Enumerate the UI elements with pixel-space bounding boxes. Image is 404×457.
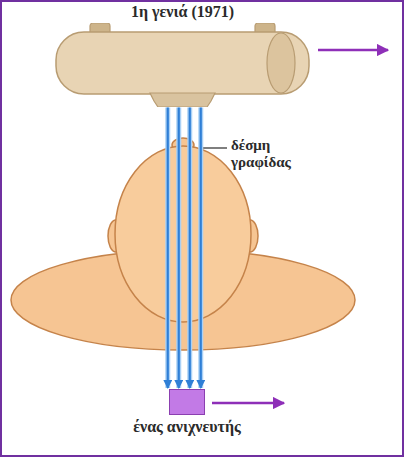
beam-glow (165, 107, 170, 388)
beam-line (189, 107, 191, 388)
beam-line (178, 107, 180, 388)
tube-end (267, 33, 295, 93)
detector-box: ένας ανιχνευτής (129, 389, 245, 436)
pencil-beam (168, 107, 201, 388)
motion-arrow (212, 402, 284, 405)
x-ray-tube: 1η γενιά (1971) (55, 3, 310, 107)
beam-glow (198, 107, 203, 388)
leader-line (202, 147, 227, 148)
beam-glow (187, 107, 192, 388)
tube-shape (55, 23, 310, 107)
beam-line (200, 107, 202, 388)
beam-line (167, 107, 169, 388)
motion-arrow (318, 49, 388, 52)
tube-collimator (150, 93, 215, 107)
head (115, 146, 251, 322)
tube-body (56, 32, 309, 94)
beam-glow (176, 107, 181, 388)
generation-heading: 1η γενιά (1971) (55, 3, 310, 21)
detector-label: ένας ανιχνευτής (129, 418, 245, 436)
beam-label: δέσμη γραφίδας (231, 137, 307, 170)
detector-shape (169, 389, 205, 415)
